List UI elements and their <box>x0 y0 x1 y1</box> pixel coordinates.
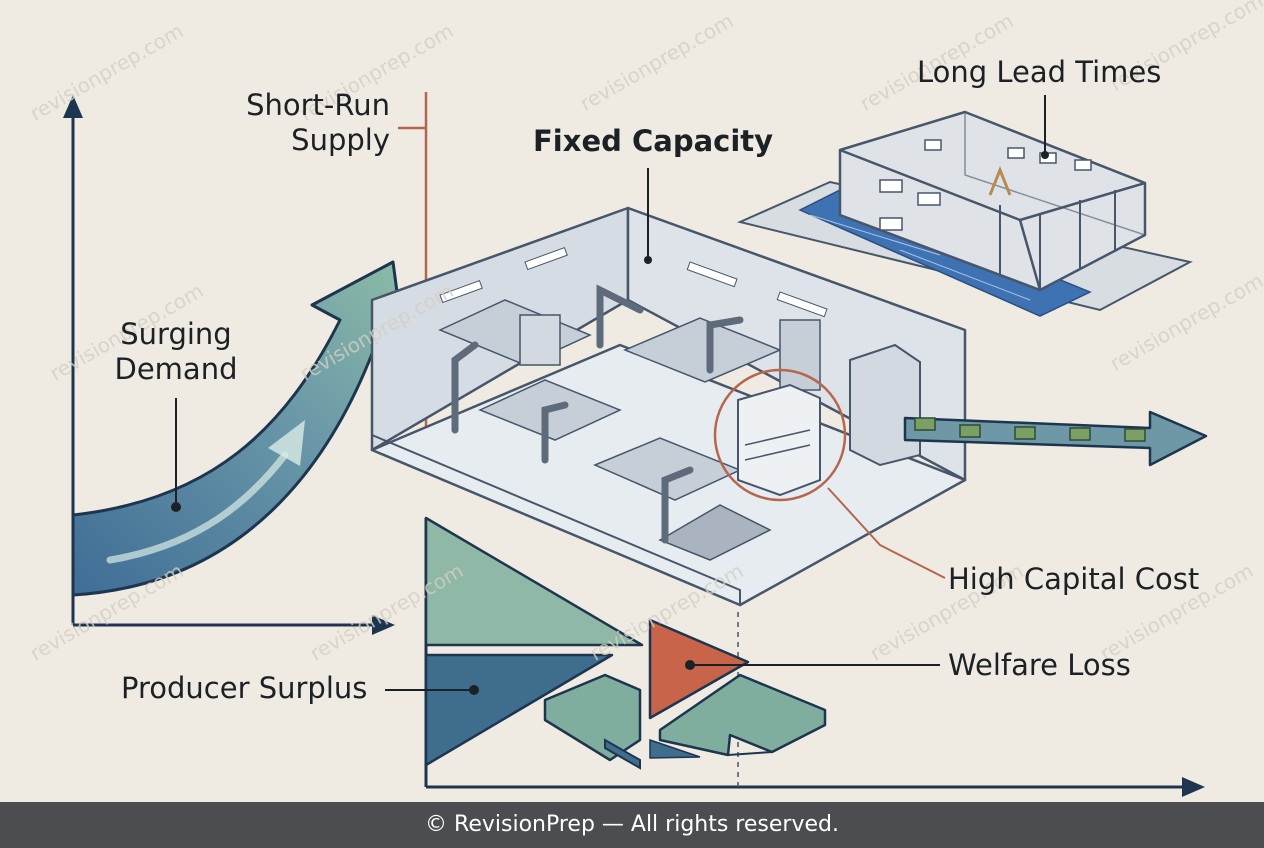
label-high-capital-cost: High Capital Cost <box>948 562 1200 596</box>
demand-arrow <box>71 260 407 597</box>
copyright-footer: © RevisionPrep — All rights reserved. <box>0 802 1264 848</box>
factory-floor <box>370 168 967 607</box>
label-welfare-loss: Welfare Loss <box>948 648 1131 682</box>
output-arrow <box>903 410 1208 467</box>
label-long-lead-times: Long Lead Times <box>917 55 1162 89</box>
construction-building <box>736 95 1193 317</box>
label-short-run-supply: Short-Run Supply <box>246 88 390 157</box>
label-fixed-capacity: Fixed Capacity <box>533 124 774 158</box>
label-surging-demand: Surging Demand <box>114 317 238 386</box>
label-producer-surplus: Producer Surplus <box>121 671 368 705</box>
surplus-chart <box>385 516 1205 797</box>
demand-leader <box>171 398 181 512</box>
